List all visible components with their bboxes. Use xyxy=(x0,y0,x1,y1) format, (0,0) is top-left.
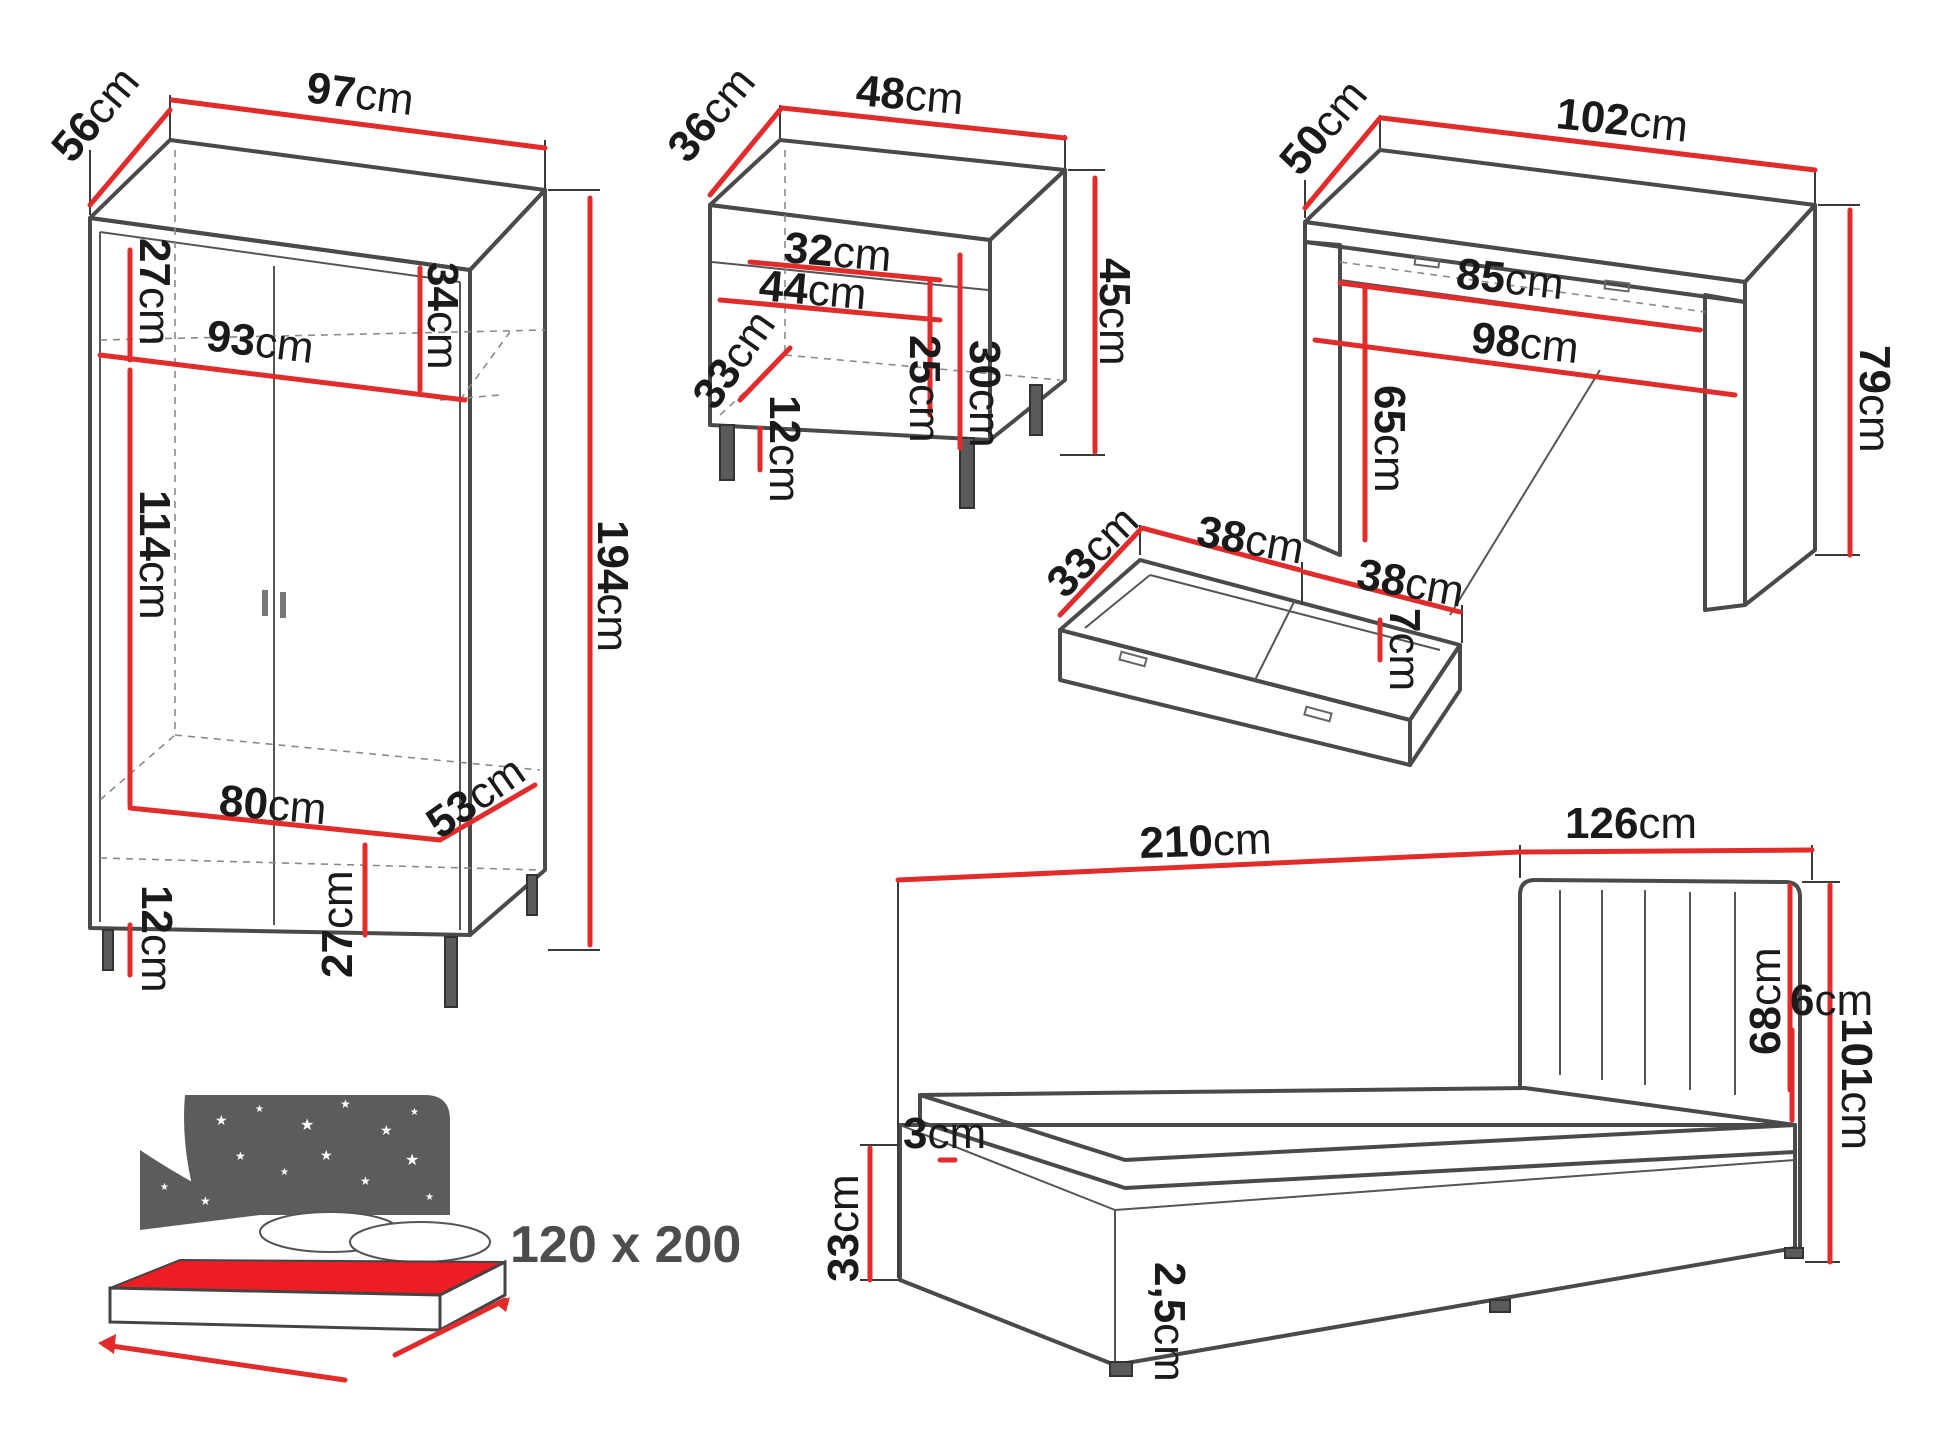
wardrobe-shelf-height-label: 27cm xyxy=(130,238,179,346)
desk xyxy=(1302,115,1860,616)
svg-text:★: ★ xyxy=(340,1097,351,1111)
wardrobe-bottom-depth-label: 53cm xyxy=(418,746,534,848)
svg-text:★: ★ xyxy=(235,1149,246,1163)
svg-text:★: ★ xyxy=(405,1152,419,1169)
bed-length-label: 210cm xyxy=(1139,814,1273,868)
svg-text:★: ★ xyxy=(200,1194,211,1208)
svg-text:★: ★ xyxy=(300,1117,314,1134)
wardrobe-leg-height-label: 12cm xyxy=(132,885,181,993)
nightstand-depth-label: 36cm xyxy=(658,57,765,171)
bed-headboard-height-label: 68cm xyxy=(1741,947,1790,1055)
bed-headboard-width-label: 126cm xyxy=(1565,799,1697,848)
svg-text:★: ★ xyxy=(360,1174,371,1188)
desk-width-label: 102cm xyxy=(1554,89,1690,152)
drawer-width-left-label: 38cm xyxy=(1193,507,1307,574)
bed-total-height-label: 101cm xyxy=(1832,1018,1881,1150)
nightstand-drawer-height-label: 30cm xyxy=(960,340,1009,448)
nightstand-inner-width-label: 44cm xyxy=(757,261,868,319)
svg-text:★: ★ xyxy=(425,1192,434,1203)
nightstand-inner-height-label: 25cm xyxy=(900,335,949,443)
svg-text:★: ★ xyxy=(380,1122,393,1138)
nightstand-leg-height-label: 12cm xyxy=(760,395,809,503)
bed xyxy=(860,845,1840,1377)
bed-headboard-thickness-label: 6cm xyxy=(1790,976,1873,1025)
mattress-size-label: 120 x 200 xyxy=(510,1216,741,1274)
wardrobe-inner-width-label: 93cm xyxy=(204,311,317,373)
svg-text:★: ★ xyxy=(320,1147,333,1163)
svg-text:★: ★ xyxy=(410,1107,419,1118)
bed-mattress-offset-label: 3cm xyxy=(903,1109,986,1158)
desk-height-label: 79cm xyxy=(1850,345,1899,453)
drawer-width-right-label: 38cm xyxy=(1353,550,1467,617)
svg-text:★: ★ xyxy=(160,1182,169,1193)
bed-leg-height-label: 2,5cm xyxy=(1145,1262,1194,1382)
wardrobe-bottom-compartment-label: 27cm xyxy=(313,870,362,978)
mattress-icon: ★ ★ ★ ★ ★ ★ ★ ★ ★ ★ ★ ★ ★ ★ xyxy=(98,1095,510,1383)
nightstand xyxy=(707,105,1105,509)
desk-inner-height-label: 65cm xyxy=(1365,385,1414,493)
wardrobe-hanging-height-label: 114cm xyxy=(130,490,179,620)
wardrobe-bottom-width-label: 80cm xyxy=(217,776,328,834)
svg-text:★: ★ xyxy=(215,1112,228,1128)
drawer xyxy=(1057,525,1463,767)
nightstand-width-label: 48cm xyxy=(854,66,965,124)
wardrobe-width-label: 97cm xyxy=(304,63,417,125)
svg-text:★: ★ xyxy=(255,1104,264,1115)
desk-inner-width-label: 98cm xyxy=(1469,313,1581,373)
wardrobe-top-compartment-label: 34cm xyxy=(418,262,467,370)
desk-inner-width-top-label: 85cm xyxy=(1454,249,1566,309)
wardrobe xyxy=(87,95,600,1008)
wardrobe-height-label: 194cm xyxy=(588,520,637,652)
bed-frame-height-label: 33cm xyxy=(819,1174,868,1282)
drawer-height-label: 7cm xyxy=(1380,608,1429,691)
svg-text:★: ★ xyxy=(280,1167,289,1178)
nightstand-drawer-width-label: 32cm xyxy=(782,223,893,281)
nightstand-height-label: 45cm xyxy=(1090,258,1139,366)
